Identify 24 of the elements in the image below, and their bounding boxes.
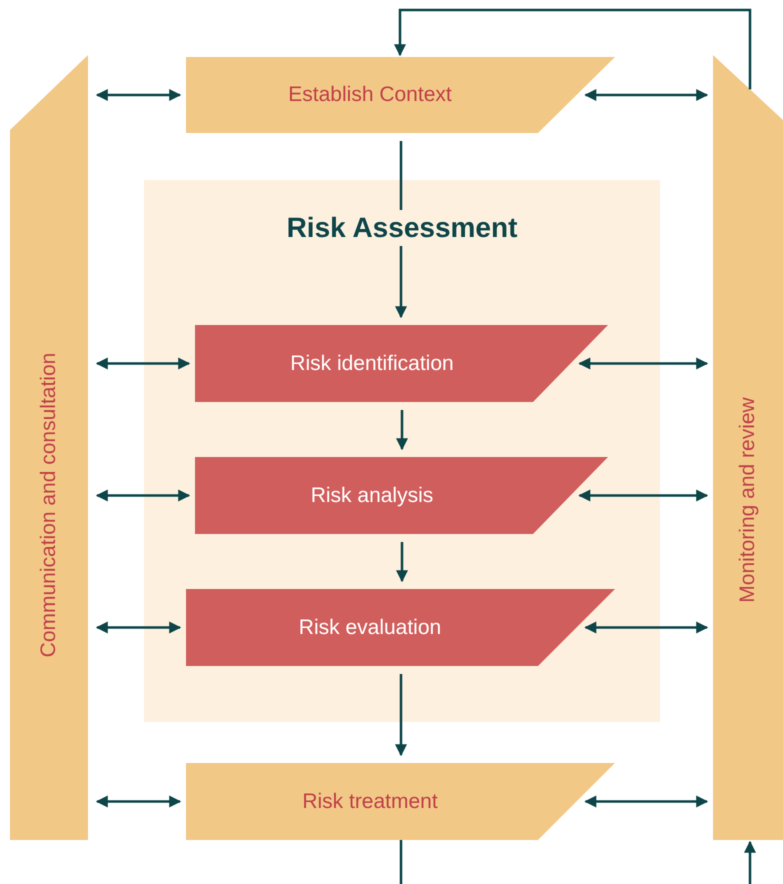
arrow bbox=[584, 89, 708, 101]
connector-line bbox=[400, 840, 402, 884]
arrow bbox=[96, 796, 182, 808]
arrow bbox=[96, 490, 190, 502]
step-label: Risk identification bbox=[290, 352, 454, 376]
arrow bbox=[394, 8, 752, 90]
arrow bbox=[584, 622, 708, 634]
arrow bbox=[96, 358, 190, 370]
bar-label: Monitoring and review bbox=[736, 397, 760, 603]
arrow bbox=[584, 796, 708, 808]
arrow bbox=[578, 358, 708, 370]
bar-label: Communication and consultation bbox=[37, 352, 61, 658]
arrow bbox=[744, 840, 756, 884]
arrow bbox=[578, 490, 708, 502]
step-label: Establish Context bbox=[288, 83, 452, 107]
step-label: Risk evaluation bbox=[298, 616, 442, 640]
arrow bbox=[96, 89, 182, 101]
arrow bbox=[395, 674, 407, 756]
arrow bbox=[396, 410, 408, 450]
arrow bbox=[396, 542, 408, 582]
arrow bbox=[395, 141, 407, 318]
step-label: Risk treatment bbox=[302, 790, 438, 814]
step-label: Risk analysis bbox=[310, 484, 434, 508]
arrow bbox=[96, 622, 182, 634]
